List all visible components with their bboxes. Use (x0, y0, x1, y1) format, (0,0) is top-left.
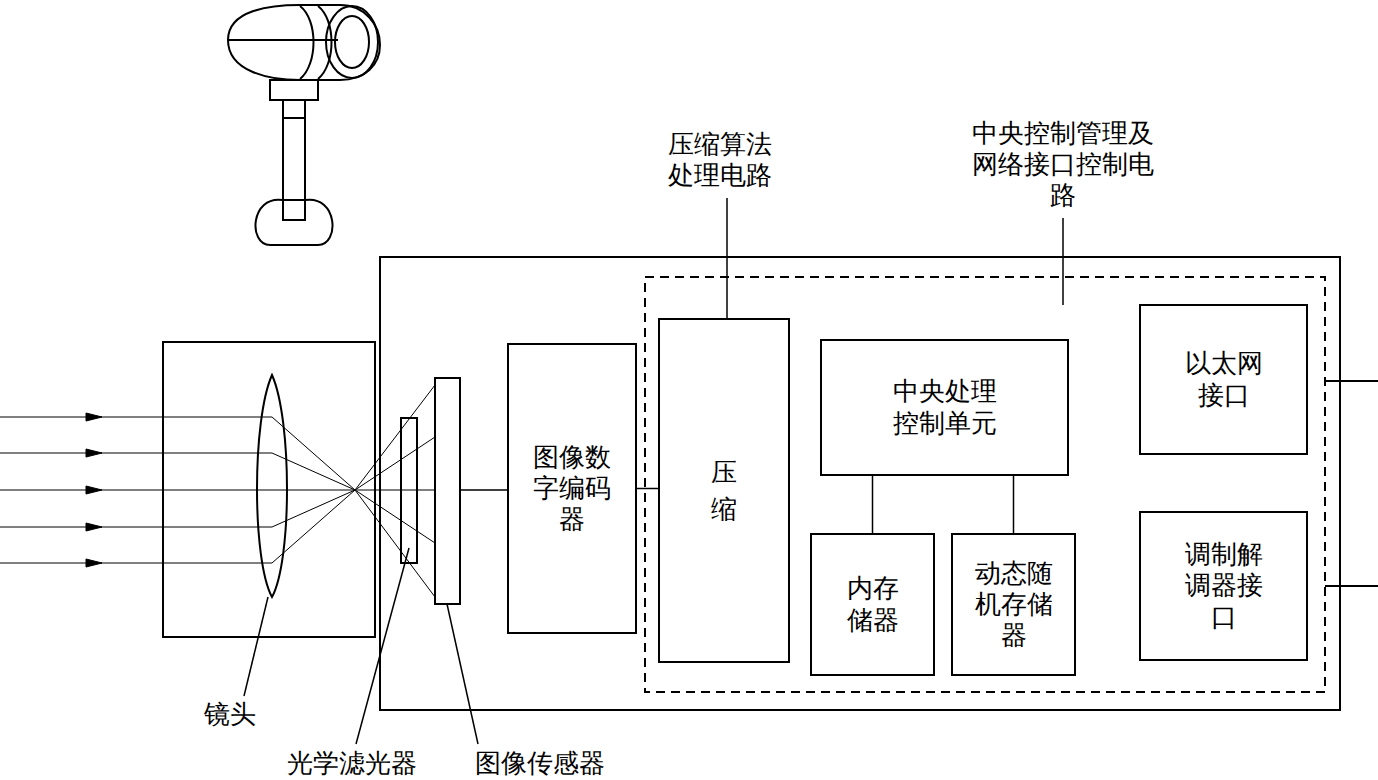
leader-line (447, 604, 478, 744)
box-label: 调制解调器接口 (1183, 539, 1264, 633)
camera-ribs (300, 6, 332, 79)
leader-line (244, 597, 268, 696)
light-ray (0, 385, 435, 490)
lens (257, 375, 287, 597)
ray-arrowhead (86, 486, 102, 494)
callout-label: 镜头 (204, 699, 256, 730)
camera-pole (283, 100, 305, 220)
camera-mount (270, 80, 318, 100)
control-region (645, 277, 1325, 692)
box-label: 图像数字编码器 (532, 442, 613, 536)
leader-line (356, 548, 409, 744)
ray-arrowhead (86, 413, 102, 421)
light-ray (0, 490, 435, 597)
light-ray (0, 490, 435, 543)
camera-body (228, 5, 380, 80)
process-box: 动态随机存储器 (951, 533, 1076, 676)
camera-housing (380, 257, 1340, 710)
process-box: 内存储器 (810, 533, 935, 676)
camera-lens (326, 6, 378, 78)
process-box: 以太网接口 (1139, 304, 1308, 455)
ray-arrowhead (86, 449, 102, 457)
camera-lens-inner (335, 16, 369, 68)
callout-label: 图像传感器 (475, 748, 605, 779)
camera-collar (283, 117, 305, 119)
process-box: 调制解调器接口 (1139, 511, 1308, 661)
process-box: 压缩 (658, 318, 790, 663)
box-label: 内存储器 (845, 573, 900, 635)
ray-arrowhead (86, 523, 102, 531)
light-ray (0, 490, 435, 491)
image-sensor (435, 378, 460, 604)
process-box: 图像数字编码器 (507, 343, 637, 634)
callout-label: 光学滤光器 (287, 748, 417, 779)
signal-wire (460, 489, 507, 491)
connector (1013, 476, 1015, 533)
output-wires (1325, 381, 1378, 586)
callout-label: 压缩算法处理电路 (665, 129, 774, 191)
box-label: 以太网接口 (1183, 348, 1264, 410)
camera-line (228, 39, 338, 41)
camera-base (255, 200, 332, 245)
leader-line (726, 198, 728, 318)
light-rays (0, 385, 435, 597)
ray-arrowhead (86, 559, 102, 567)
box-label: 压缩 (711, 454, 737, 527)
box-label: 中央处理控制单元 (890, 376, 999, 438)
connector (637, 488, 658, 490)
box-label: 动态随机存储器 (973, 558, 1054, 652)
leader-line (1062, 218, 1064, 305)
connector (872, 476, 874, 533)
callout-label: 中央控制管理及网络接口控制电路 (969, 118, 1156, 212)
light-ray (0, 437, 435, 490)
process-box: 中央处理控制单元 (820, 339, 1069, 476)
